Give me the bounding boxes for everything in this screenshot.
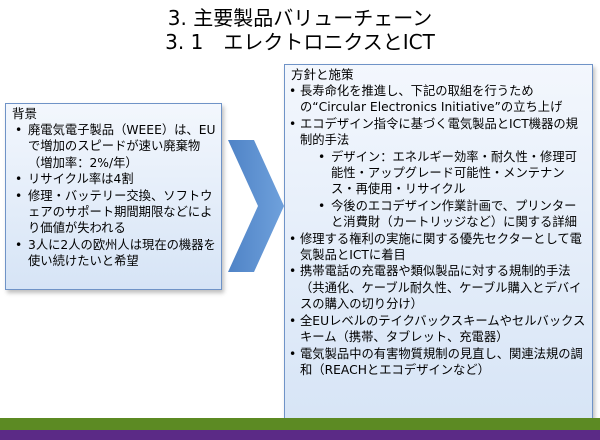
policy-item: 電気製品中の有害物質規制の見直し、関連法規の調和（REACHとエコデザインなど） — [285, 346, 588, 379]
background-item: 3人に2人の欧州人は現在の機器を使い続けたいと希望 — [6, 237, 217, 270]
policy-box: 方針と施策 長寿命化を推進し、下記の取組を行うための“Circular Elec… — [284, 64, 593, 433]
policy-item-text: エコデザイン指令に基づく電気製品とICT機器の規制的手法 — [300, 116, 578, 148]
footer-bar-green — [0, 418, 600, 430]
policy-subitem: 今後のエコデザイン作業計画で、プリンターと消費財（カートリッジなど）に関する詳細 — [300, 198, 586, 231]
policy-sublist: デザイン：エネルギー効率・耐久性・修理可能性・アップグレード可能性・メンテナンス… — [300, 149, 588, 231]
background-box: 背景 廃電気電子製品（WEEE）は、EUで増加のスピードが速い廃棄物（増加率：2… — [5, 103, 222, 290]
background-list: 廃電気電子製品（WEEE）は、EUで増加のスピードが速い廃棄物（増加率：2%/年… — [6, 122, 221, 270]
chevron-right-icon — [228, 140, 284, 272]
slide-subtitle: 3. 1 エレクトロニクスとICT — [165, 30, 435, 54]
policy-item: 携帯電話の充電器や類似製品に対する規制的手法（共通化、ケーブル耐久性、ケーブル購… — [285, 263, 588, 312]
footer-bar-purple — [0, 430, 600, 440]
policy-heading: 方針と施策 — [291, 67, 354, 82]
background-heading: 背景 — [12, 106, 38, 121]
slide-title: 3. 主要製品バリューチェーン — [167, 6, 433, 30]
background-item: リサイクル率は4割 — [6, 171, 217, 188]
policy-list: 長寿命化を推進し、下記の取組を行うための“Circular Electronic… — [285, 83, 592, 378]
background-item: 廃電気電子製品（WEEE）は、EUで増加のスピードが速い廃棄物（増加率：2%/年… — [6, 122, 217, 171]
policy-item: 修理する権利の実施に関する優先セクターとして電気製品とICTに着目 — [285, 231, 588, 264]
background-item: 修理・バッテリー交換、ソフトウェアのサポート期間期限などにより価値が失われる — [6, 188, 217, 237]
policy-item: 全EUレベルのテイクバックスキームやセルバックスキーム（携帯、タブレット、充電器… — [285, 313, 588, 346]
policy-subitem: デザイン：エネルギー効率・耐久性・修理可能性・アップグレード可能性・メンテナンス… — [300, 149, 586, 198]
policy-item: 長寿命化を推進し、下記の取組を行うための“Circular Electronic… — [285, 83, 588, 116]
policy-item: エコデザイン指令に基づく電気製品とICT機器の規制的手法 デザイン：エネルギー効… — [285, 116, 588, 231]
